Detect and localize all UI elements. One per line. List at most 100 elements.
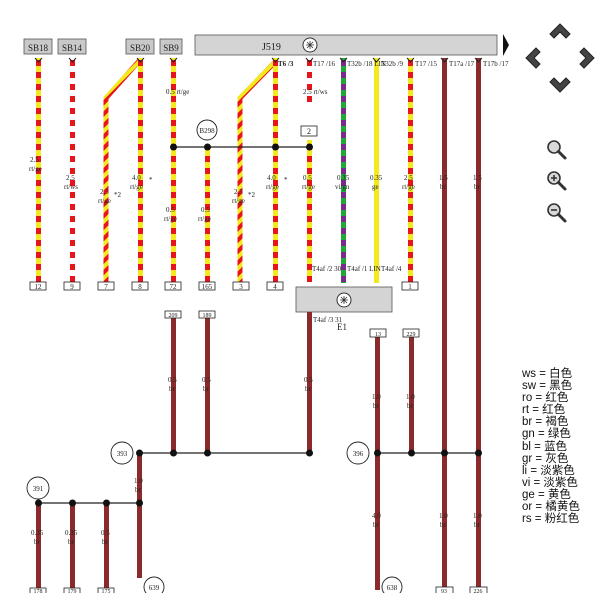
legend-name: 橘黄色 — [545, 501, 580, 514]
e1-pin-label: T4af /3 31 — [313, 316, 343, 324]
upper-pin-boxes: 12 9 7 8 72 165 3 4 1 — [29, 281, 419, 291]
pin-209: 209 — [169, 313, 178, 319]
lower-pin-boxes: 209 189 13 229 178 179 175 93 226 — [29, 310, 488, 593]
lw-j-color: br — [373, 521, 380, 529]
fuse-sb18: SB18 — [23, 38, 53, 55]
fuse-sb9-label: SB9 — [163, 43, 179, 53]
lw-d-size: 1.0 — [134, 477, 143, 485]
legend-name: 粉红色 — [544, 513, 580, 526]
upper-wire-labels: 2.5 rt/ge 2.5 rt/ws 2.5 rt/ge *2 4.0 rt/… — [29, 60, 509, 273]
w7-size: 2.5 — [234, 188, 243, 196]
legend-row: ro = 红色 — [522, 392, 569, 405]
legend-name: 淡紫色 — [543, 476, 578, 489]
pin-179: 179 — [68, 589, 77, 593]
w4-size: 4.0 — [132, 174, 141, 182]
legend-code: ro — [522, 392, 533, 405]
legend-code: gr — [522, 452, 533, 465]
nav-pad — [525, 23, 595, 93]
lw-i-size: 0.5 — [101, 529, 110, 537]
legend-code: vi — [522, 476, 531, 489]
legend-name: 红色 — [542, 404, 566, 417]
zoom-search-icon[interactable] — [546, 139, 568, 161]
module-j519: J519 — [194, 34, 498, 56]
lw-c-size: 0.5 — [304, 376, 313, 384]
lw-g-size: 0.35 — [31, 529, 44, 537]
fuse-sb9: SB9 — [159, 38, 183, 55]
legend-code: sw — [522, 380, 537, 393]
lower-wires — [36, 312, 414, 590]
w10-color: vi/gn — [335, 183, 350, 191]
pin-8: 8 — [138, 283, 142, 291]
w5-top: 0.5 rt/ge — [166, 88, 189, 96]
lw-k-color: br — [440, 521, 447, 529]
lw-k-size: 1.0 — [439, 512, 448, 520]
pin-189: 189 — [203, 313, 212, 319]
lw-i-color: br — [102, 538, 109, 546]
w12-size: 2.5 — [404, 174, 413, 182]
w9-top: 2.5 rt/ws — [303, 88, 328, 96]
w12-color: rt/ge — [402, 183, 415, 191]
w9-pin-bottom: T4af /2 30 — [312, 265, 342, 273]
legend-row: rt = 红色 — [522, 404, 566, 417]
w3-color: rt/ge — [98, 197, 111, 205]
nav-up-icon[interactable] — [549, 23, 571, 39]
legend-name: 褐色 — [545, 416, 569, 429]
w14-size: 1.5 — [473, 174, 482, 182]
w1-size: 2.5 — [30, 156, 39, 164]
fuse-sb20: SB20 — [125, 38, 155, 55]
w5-color: rt/ge — [164, 215, 177, 223]
lw-j-size: 4.0 — [372, 512, 381, 520]
w8-color: rt/ge — [266, 183, 279, 191]
legend-name: 灰色 — [545, 452, 569, 465]
diagram-continue-arrow — [503, 34, 509, 56]
zoom-in-icon[interactable] — [546, 170, 568, 192]
w6-size: 0.5 — [201, 206, 210, 214]
junction-dots-upper — [170, 143, 313, 151]
w6-color: rt/ge — [198, 215, 211, 223]
zoom-out-icon[interactable] — [546, 202, 568, 224]
w3-size: 2.5 — [100, 188, 109, 196]
color-legend: ws = 白色 sw = 黑色 ro = 红色 rt = 红色 br = 褐色 … — [522, 368, 580, 525]
w14-pin-top: T17b /17 — [483, 60, 509, 68]
lw-a-color: br — [169, 385, 176, 393]
pin-229: 229 — [407, 332, 416, 338]
legend-name: 淡紫色 — [540, 464, 575, 477]
pin-178: 178 — [34, 589, 43, 593]
legend-row: br = 褐色 — [522, 416, 569, 429]
module-e1-label: E1 — [337, 322, 347, 332]
ground-638: 638 — [387, 584, 398, 592]
nav-down-icon[interactable] — [549, 77, 571, 93]
nav-left-icon[interactable] — [525, 47, 541, 69]
w10-pin-bottom: T4af /1 LIN — [347, 265, 381, 273]
nav-right-icon[interactable] — [579, 47, 595, 69]
w2-color: rt/ws — [64, 183, 78, 191]
pin-9: 9 — [70, 283, 74, 291]
legend-code: rt — [522, 404, 530, 417]
w4-color: rt/ge — [130, 183, 143, 191]
legend-code: or — [522, 501, 533, 514]
legend-code: ws — [522, 368, 537, 380]
lw-f-size: 1.0 — [406, 393, 415, 401]
legend-row: or = 橘黄色 — [522, 501, 580, 514]
w2-size: 2.5 — [66, 174, 75, 182]
pin-4: 4 — [273, 283, 277, 291]
w14-color: br — [474, 183, 481, 191]
legend-row: sw = 黑色 — [522, 380, 573, 393]
lw-l-color: br — [474, 521, 481, 529]
legend-row: vi = 淡紫色 — [522, 476, 578, 489]
fuse-sb14-label: SB14 — [62, 43, 83, 53]
pin-1: 1 — [408, 283, 412, 291]
legend-name: 绿色 — [547, 428, 571, 441]
legend-row: gn = 绿色 — [522, 428, 571, 441]
legend-name: 黑色 — [549, 380, 573, 393]
pin-93: 93 — [441, 589, 447, 593]
w8-pin-top: T6 /3 — [278, 60, 294, 68]
legend-row: rs = 粉红色 — [522, 513, 580, 526]
w8-note: * — [284, 176, 288, 184]
pin-226: 226 — [474, 589, 483, 593]
lw-b-size: 0.5 — [202, 376, 211, 384]
w12-pin-top: T17 /15 — [415, 60, 437, 68]
w11-pin-bottom: T4af /4 — [381, 265, 402, 273]
legend-row: li = 淡紫色 — [522, 464, 575, 477]
